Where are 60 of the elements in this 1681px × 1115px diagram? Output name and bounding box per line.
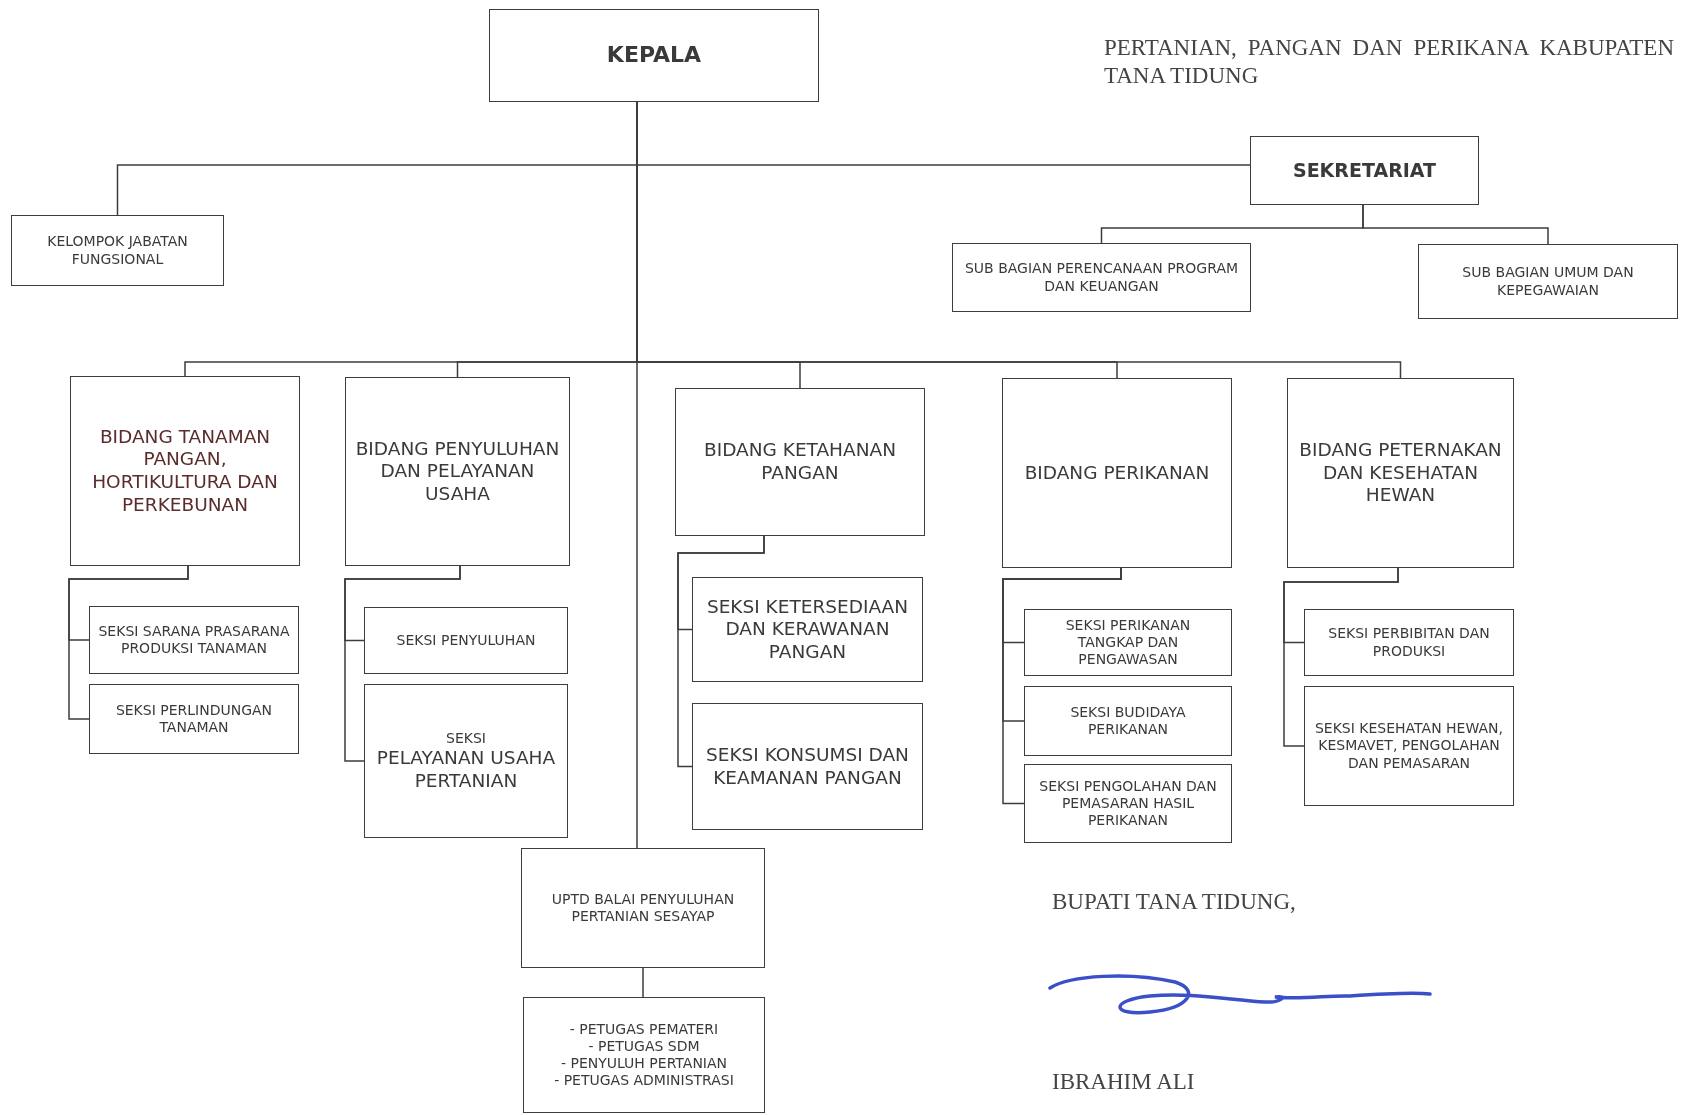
signatory-name: IBRAHIM ALI bbox=[1052, 1068, 1196, 1096]
org-box bbox=[364, 607, 568, 674]
connector-line bbox=[1362, 204, 1549, 245]
box-title: KEPALA bbox=[606, 42, 702, 69]
org-box bbox=[692, 703, 923, 830]
connector-line bbox=[68, 565, 189, 720]
org-box bbox=[952, 243, 1251, 312]
box-title: BIDANG KETAHANAN PANGAN bbox=[703, 439, 897, 485]
box-title: PELAYANAN USAHA PERTANIAN bbox=[375, 746, 557, 793]
box-title: SEKSI bbox=[446, 729, 486, 747]
org-box bbox=[1024, 686, 1232, 756]
connector-line bbox=[677, 535, 765, 768]
box-title: SEKSI PERIKANAN TANGKAP DAN PENGAWASAN bbox=[1064, 616, 1192, 669]
org-box bbox=[1418, 244, 1678, 319]
box-title: SEKSI BUDIDAYA PERIKANAN bbox=[1069, 703, 1187, 739]
box-title: KELOMPOK JABATAN FUNGSIONAL bbox=[46, 233, 189, 268]
org-box bbox=[89, 606, 299, 674]
org-box bbox=[345, 377, 570, 566]
connector-line bbox=[1283, 567, 1399, 747]
org-box bbox=[1287, 378, 1514, 568]
staff-list-item: - PENYULUH PERTANIAN bbox=[560, 1055, 728, 1073]
box-title: BIDANG TANAMAN PANGAN, HORTIKULTURA DAN PERKEBUNAN bbox=[91, 425, 279, 517]
box-title: SEKSI PERLINDUNGAN TANAMAN bbox=[114, 701, 274, 737]
box-title: BIDANG PENYULUHAN DAN PELAYANAN USAHA bbox=[354, 437, 561, 506]
org-box bbox=[692, 577, 923, 682]
org-box bbox=[675, 388, 925, 536]
box-title: BIDANG PETERNAKAN DAN KESEHATAN HEWAN bbox=[1298, 439, 1503, 507]
connector-line bbox=[642, 967, 644, 998]
staff-list-item: - PETUGAS PEMATERI bbox=[569, 1020, 719, 1038]
box-title: UPTD BALAI PENYULUHAN PERTANIAN SESAYAP bbox=[550, 890, 736, 926]
org-box bbox=[11, 215, 224, 286]
org-box bbox=[1250, 136, 1479, 205]
org-box bbox=[489, 9, 819, 102]
org-box bbox=[70, 376, 300, 566]
signatory-title: BUPATI TANA TIDUNG, bbox=[1052, 888, 1297, 916]
staff-list-item: - PETUGAS SDM bbox=[588, 1037, 700, 1055]
org-box bbox=[1304, 686, 1514, 806]
connector-line bbox=[344, 565, 461, 762]
box-title: SEKSI PERBIBITAN DAN PRODUKSI bbox=[1327, 625, 1491, 660]
staff-list-item: - PETUGAS ADMINISTRASI bbox=[554, 1072, 734, 1090]
org-box bbox=[1304, 609, 1514, 676]
org-box bbox=[1002, 378, 1232, 568]
org-box bbox=[1024, 609, 1232, 676]
org-box bbox=[1024, 764, 1232, 843]
box-title: SUB BAGIAN UMUM DAN KEPEGAWAIAN bbox=[1461, 264, 1635, 299]
box-title: SEKRETARIAT bbox=[1292, 158, 1437, 183]
box-title: SEKSI KONSUMSI DAN KEAMANAN PANGAN bbox=[705, 743, 910, 790]
connector-line bbox=[1002, 567, 1122, 805]
header-text: PERTANIAN, PANGAN DAN PERIKANA KABUPATEN TANA TIDUNG bbox=[1104, 34, 1674, 90]
box-title: SEKSI PENYULUHAN bbox=[396, 631, 536, 650]
org-box bbox=[523, 997, 765, 1113]
org-box bbox=[521, 848, 765, 968]
box-title: BIDANG PERIKANAN bbox=[1024, 461, 1210, 485]
box-title: SEKSI KETERSEDIAAN DAN KERAWANAN PANGAN bbox=[705, 595, 910, 664]
box-title: SEKSI KESEHATAN HEWAN, KESMAVET, PENGOLAHAN DAN PEMASARAN bbox=[1313, 720, 1505, 772]
box-title: SEKSI PENGOLAHAN DAN PEMASARAN HASIL PERIKANAN bbox=[1038, 777, 1218, 830]
box-title: SUB BAGIAN PERENCANAAN PROGRAM DAN KEUANGAN bbox=[963, 260, 1240, 295]
org-box bbox=[89, 684, 299, 754]
org-box bbox=[364, 684, 568, 838]
box-title: SEKSI SARANA PRASARANA PRODUKSI TANAMAN bbox=[97, 622, 291, 658]
